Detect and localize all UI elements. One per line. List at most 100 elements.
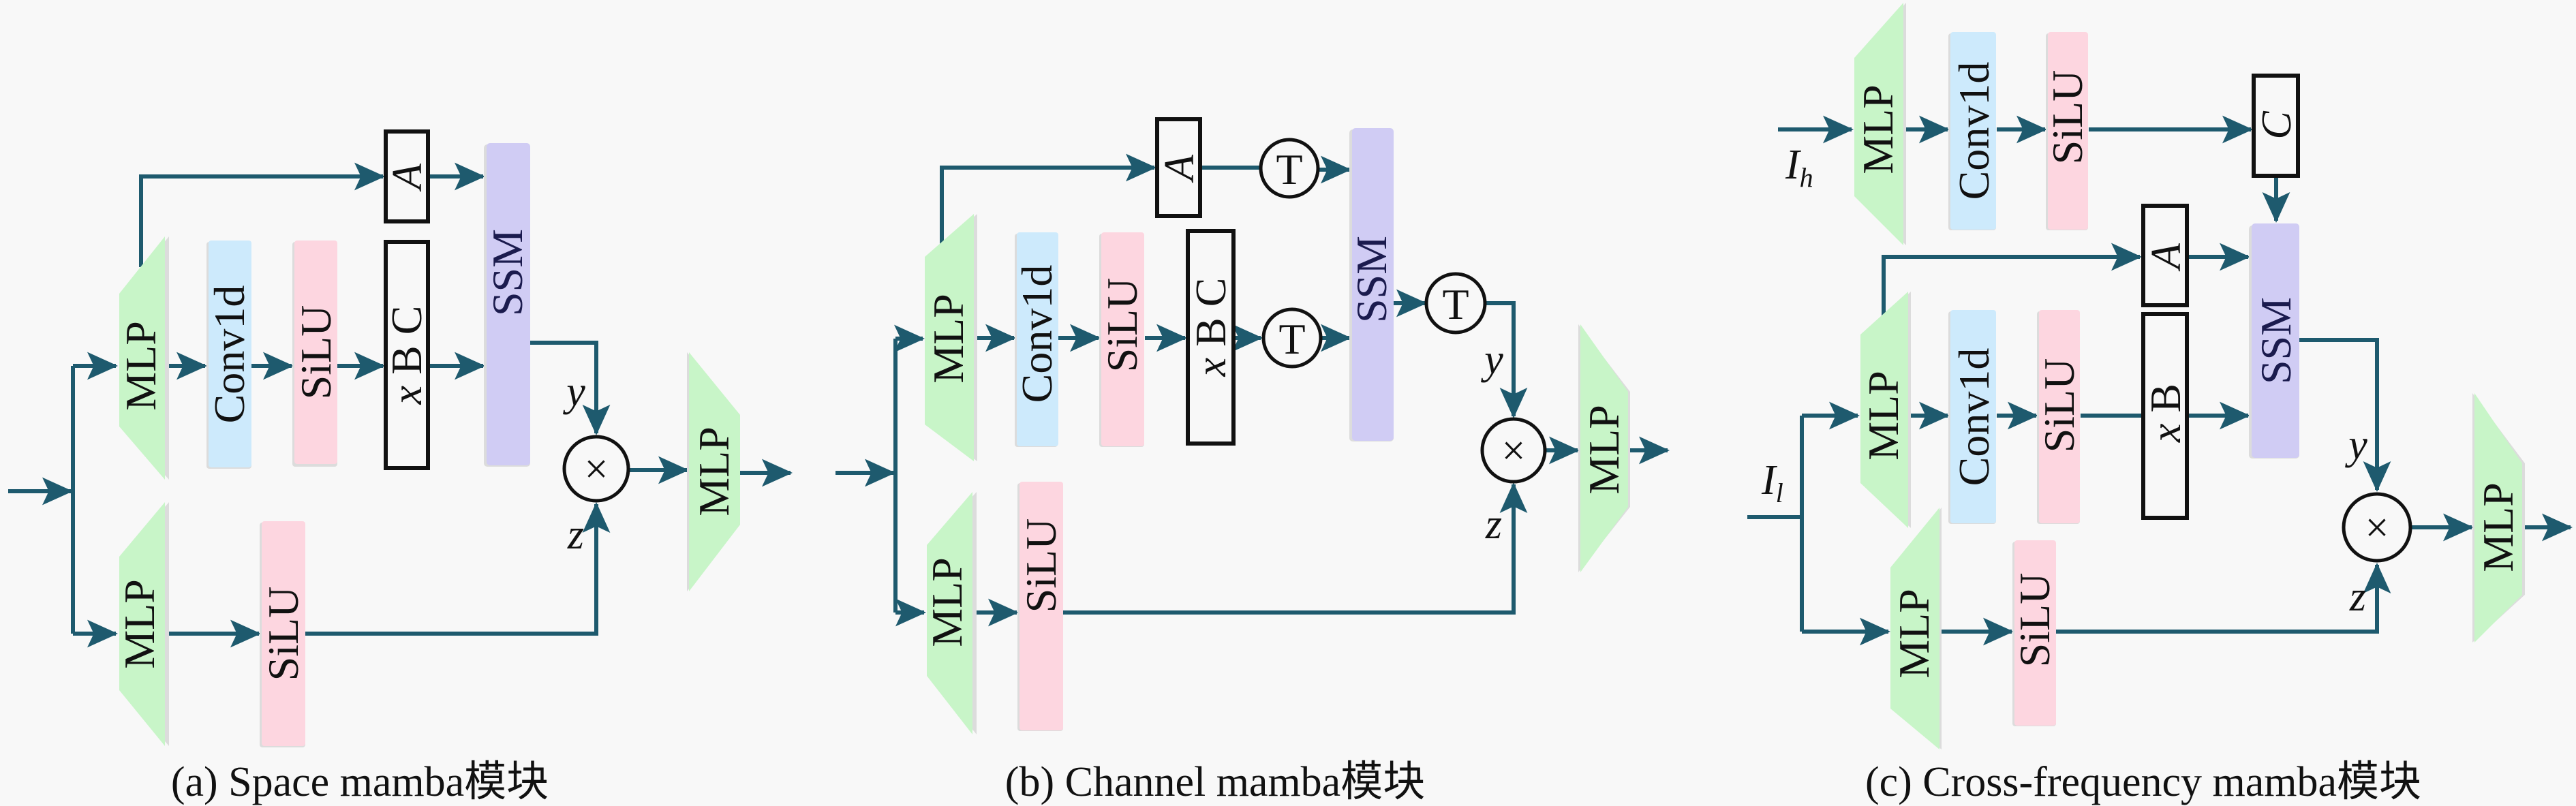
silu-to-multiply	[2056, 563, 2391, 634]
conv1d-block: Conv1d	[1013, 232, 1061, 447]
silu-upper-block: SiLU	[292, 241, 340, 467]
mlp-upper-label: MLP	[924, 294, 972, 384]
transpose-to-multiply	[1485, 301, 1528, 418]
xb-rest: B	[2141, 384, 2190, 424]
ssm-block: SSM	[1347, 128, 1396, 441]
y-label: y	[1480, 337, 1503, 383]
silu-high-label: SiLU	[2043, 70, 2091, 165]
conv1d-label: Conv1d	[205, 285, 254, 424]
conv1d-block: Conv1d	[205, 241, 254, 469]
ssm-to-multiply	[530, 341, 611, 435]
z-label: z	[2349, 574, 2366, 620]
silu-lower-label: SiLU	[259, 587, 307, 681]
silu-upper-label: SiLU	[292, 305, 340, 400]
input-high-label: Ih	[1785, 142, 1813, 193]
panel-b-channel-mamba: MLP Conv1d SiLU A T x B C T	[835, 117, 1670, 805]
mlp-lower-label: MLP	[115, 579, 164, 669]
y-label: y	[2344, 422, 2367, 468]
mlp-upper-label: MLP	[117, 321, 165, 411]
mlp-high-label: MLP	[1854, 84, 1902, 174]
input-high-var: I	[1785, 142, 1802, 188]
mlp-to-a-path	[1882, 243, 2142, 315]
mlp-upper-block: MLP	[1859, 292, 1911, 528]
silu-lower-label: SiLU	[2010, 573, 2059, 668]
a-box: A	[1155, 117, 1203, 218]
caption-b: (b) Channel mamba模块	[1005, 759, 1425, 805]
a-box-label: A	[1156, 154, 1203, 183]
mlp-lower-label: MLP	[1890, 589, 1938, 679]
a-box: A	[384, 129, 431, 223]
panel-a-wires	[8, 162, 793, 648]
c-box-label: C	[2254, 111, 2300, 140]
mlp-out-label: MLP	[1580, 405, 1628, 495]
mlp-out-label: MLP	[690, 427, 738, 516]
input-low-label: Il	[1761, 457, 1783, 508]
mlp-out-block: MLP	[1578, 324, 1630, 572]
mlp-high-block: MLP	[1854, 3, 1906, 245]
panel-a-space-mamba: MLP Conv1d SiLU A x B C SSM × y	[8, 129, 793, 805]
multiply-node: ×	[1480, 417, 1547, 484]
mlp-lower-block: MLP	[1890, 508, 1942, 749]
caption-a: (a) Space mamba模块	[171, 759, 549, 805]
mlp-to-a-path	[139, 162, 385, 267]
xbc-box-label: x B C	[382, 306, 431, 405]
conv1d-high-block: Conv1d	[1948, 32, 1998, 230]
mlp-to-a-path	[940, 153, 1156, 258]
silu-lower-block: SiLU	[2010, 540, 2059, 726]
z-label: z	[567, 512, 584, 558]
conv1d-high-label: Conv1d	[1950, 62, 1998, 200]
ssm-label: SSM	[1347, 236, 1396, 323]
silu-upper-label: SiLU	[2035, 358, 2083, 453]
mlp-lower-block: MLP	[115, 502, 169, 746]
xb-box-label: x B	[2141, 384, 2190, 443]
ssm-label: SSM	[2252, 297, 2300, 384]
silu-high-block: SiLU	[2043, 32, 2091, 230]
multiply-node: ×	[2342, 492, 2412, 563]
transpose-xbc-label: T	[1278, 315, 1305, 363]
mlp-upper-block: MLP	[924, 214, 977, 461]
xbc-box: x B C	[382, 240, 431, 470]
a-box-label: A	[384, 163, 431, 192]
transpose-a-label: T	[1276, 145, 1302, 193]
mlp-lower-label: MLP	[923, 557, 971, 647]
mlp-lower-block: MLP	[923, 492, 977, 734]
silu-to-multiply	[305, 502, 611, 636]
xb-box: x B	[2141, 312, 2190, 520]
input-low-var: I	[1761, 457, 1778, 503]
y-label: y	[562, 369, 585, 415]
mlp-out-block: MLP	[2472, 393, 2525, 642]
silu-to-multiply	[1063, 482, 1528, 615]
xbc-rest: B C	[382, 306, 431, 386]
ssm-to-multiply	[2299, 338, 2391, 492]
conv1d-label: Conv1d	[1950, 348, 1998, 486]
a-box: A	[2141, 204, 2190, 307]
panel-c-wires	[1747, 115, 2573, 646]
mlp-upper-label: MLP	[1859, 371, 1907, 461]
xbc-x-var: x	[384, 385, 431, 405]
ssm-label: SSM	[483, 229, 532, 316]
transpose-out-node: T	[1424, 272, 1487, 335]
silu-lower-label: SiLU	[1017, 518, 1065, 613]
silu-lower-block: SiLU	[259, 521, 307, 747]
input-low-subscript: l	[1776, 478, 1783, 508]
panel-b-wires	[835, 153, 1670, 627]
a-box-label: A	[2143, 243, 2190, 272]
panel-c-cross-frequency-mamba: Ih Il MLP Conv1d SiLU C A x B	[1747, 3, 2573, 805]
mlp-upper-block: MLP	[117, 236, 169, 480]
input-high-subscript: h	[1800, 162, 1813, 193]
z-label: z	[1485, 501, 1502, 548]
multiply-symbol: ×	[585, 446, 609, 493]
mlp-out-label: MLP	[2474, 482, 2522, 572]
multiply-symbol: ×	[2365, 505, 2389, 551]
transpose-xbc-node: T	[1261, 307, 1323, 369]
xbc-box: x B C	[1186, 229, 1236, 446]
xbc-box-label: x B C	[1186, 278, 1235, 377]
multiply-symbol: ×	[1502, 428, 1526, 474]
silu-upper-block: SiLU	[2035, 310, 2083, 524]
c-box: C	[2252, 74, 2300, 178]
silu-upper-block: SiLU	[1098, 232, 1146, 447]
caption-c: (c) Cross-frequency mamba模块	[1865, 759, 2421, 805]
transpose-a-node: T	[1259, 138, 1320, 199]
xbc-x-var: x	[1189, 357, 1235, 377]
